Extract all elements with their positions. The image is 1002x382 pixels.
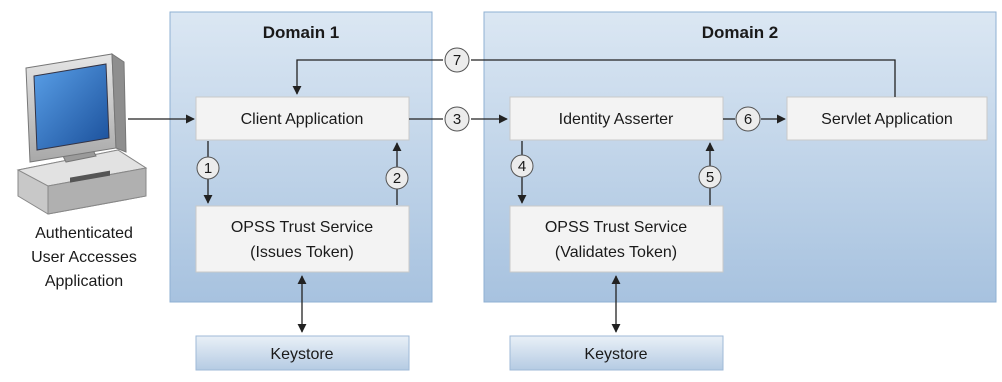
- step-5-number: 5: [706, 169, 714, 186]
- domain-1-title: Domain 1: [263, 23, 340, 42]
- trust-service-issue-line-2: (Issues Token): [250, 244, 354, 261]
- keystore-2-box: Keystore: [509, 335, 724, 371]
- identity-asserter-label: Identity Asserter: [559, 111, 674, 128]
- step-3-badge: 3: [444, 106, 470, 132]
- keystore-1-label: Keystore: [270, 346, 333, 363]
- user-label-line-2: User Accesses: [31, 249, 137, 266]
- step-circles: 1 2 3 4 5 6 7: [196, 47, 761, 190]
- step-3-number: 3: [453, 111, 461, 128]
- step-5-badge: 5: [698, 165, 722, 189]
- client-application-box: Client Application: [195, 96, 410, 141]
- servlet-application-box: Servlet Application: [786, 96, 988, 141]
- trust-service-issue-box: OPSS Trust Service (Issues Token): [195, 205, 410, 273]
- trust-service-validate-line-1: OPSS Trust Service: [545, 219, 687, 236]
- step-1-badge: 1: [196, 156, 220, 180]
- arrow-step-7: [471, 59, 896, 97]
- client-application-label: Client Application: [241, 111, 364, 128]
- step-2-badge: 2: [385, 166, 409, 190]
- step-6-number: 6: [744, 111, 752, 128]
- keystore-1-box: Keystore: [195, 335, 410, 371]
- computer-icon: [16, 53, 148, 215]
- step-6-badge: 6: [735, 106, 761, 132]
- domain-2-title: Domain 2: [702, 23, 779, 42]
- arrow-step-7-b: [292, 59, 443, 95]
- step-7-number: 7: [453, 52, 461, 69]
- step-4-badge: 4: [510, 154, 534, 178]
- step-7-badge: 7: [444, 47, 470, 73]
- step-4-number: 4: [518, 158, 526, 175]
- keystore-2-label: Keystore: [584, 346, 647, 363]
- trust-service-validate-box: OPSS Trust Service (Validates Token): [509, 205, 724, 273]
- user-label: Authenticated User Accesses Application: [31, 225, 137, 290]
- identity-asserter-box: Identity Asserter: [509, 96, 724, 141]
- step-2-number: 2: [393, 170, 401, 187]
- user-label-line-1: Authenticated: [35, 225, 133, 242]
- trust-service-issue-line-1: OPSS Trust Service: [231, 219, 373, 236]
- user-label-line-3: Application: [45, 273, 123, 290]
- servlet-application-label: Servlet Application: [821, 111, 953, 128]
- trust-service-validate-line-2: (Validates Token): [555, 244, 677, 261]
- step-1-number: 1: [204, 160, 212, 177]
